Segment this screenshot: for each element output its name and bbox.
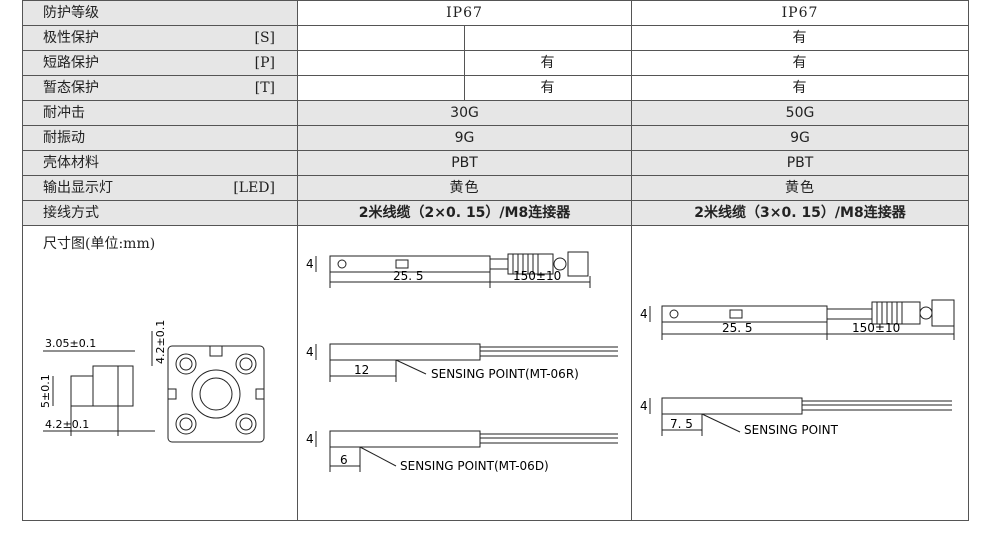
mid-sense2: SENSING POINT(MT-06D) [400, 459, 549, 473]
mid-len2: 150±10 [513, 269, 561, 283]
cell-value: 有 [631, 75, 970, 101]
row-polarity-protection: 极性保护 [S] 有 [22, 25, 970, 51]
row-label: 耐振动 [43, 130, 85, 146]
row-label: 短路保护 [43, 55, 99, 71]
cell-value: 有 [631, 25, 970, 51]
cell-value: 30G [296, 100, 633, 126]
mid-len3: 12 [354, 363, 369, 377]
cell-value: 有 [463, 75, 633, 101]
row-wiring-method: 接线方式 2米线缆（2×0. 15）/M8连接器 2米线缆（3×0. 15）/M… [22, 200, 970, 226]
row-short-circuit-protection: 短路保护 [P] 有 有 [22, 50, 970, 76]
cell-value: 50G [631, 100, 970, 126]
mt06-dimension-drawing: 4 25. 5 150±10 4 12 SENSING POINT(MT-06R… [306, 251, 618, 473]
row-transient-protection: 暂态保护 [T] 有 有 [22, 75, 970, 101]
row-code: [S] [254, 30, 275, 46]
row-label: 防护等级 [43, 5, 99, 21]
dim-305: 3.05±0.1 [45, 337, 96, 350]
row-housing-material: 壳体材料 PBT PBT [22, 150, 970, 176]
dim-5: 5±0.1 [39, 374, 52, 408]
right-h1: 4 [640, 307, 648, 321]
mid-len1: 25. 5 [393, 269, 424, 283]
row-label: 极性保护 [43, 30, 99, 46]
cell-value: 黄色 [296, 175, 633, 201]
cell-value: 9G [631, 125, 970, 151]
spec-table: 防护等级 IP67 IP67 极性保护 [S] 有 短路保护 [P] 有 有 暂态保… [22, 0, 970, 521]
row-label: 暂态保护 [43, 80, 99, 96]
dim-42-vertical: 4.2±0.1 [154, 320, 167, 364]
mid-h2: 4 [306, 345, 314, 359]
row-code: [T] [254, 80, 275, 96]
row-label: 输出显示灯 [43, 180, 113, 196]
cell-value: PBT [631, 150, 970, 176]
row-code: [P] [254, 55, 275, 71]
row-label: 接线方式 [43, 205, 99, 221]
row-label: 耐冲击 [43, 105, 85, 121]
cell-value: 有 [463, 50, 633, 76]
right-len1: 25. 5 [722, 321, 753, 335]
row-protection-grade: 防护等级 IP67 IP67 [22, 0, 970, 26]
cell-value: 2米线缆（2×0. 15）/M8连接器 [296, 200, 633, 226]
mid-sense1: SENSING POINT(MT-06R) [431, 367, 579, 381]
cell-value: 黄色 [631, 175, 970, 201]
cell-value: 2米线缆（3×0. 15）/M8连接器 [631, 200, 970, 226]
cell-value [463, 25, 633, 51]
row-dimensions: 尺寸图(单位:mm) [22, 225, 970, 521]
row-output-indicator: 输出显示灯 [LED] 黄色 黄色 [22, 175, 970, 201]
right-h2: 4 [640, 399, 648, 413]
row-shock-resistance: 耐冲击 30G 50G [22, 100, 970, 126]
mid-h1: 4 [306, 257, 314, 271]
cell-value [297, 25, 465, 51]
right-sense: SENSING POINT [744, 423, 839, 437]
cell-value [297, 75, 465, 101]
row-label: 尺寸图(单位:mm) [43, 236, 156, 252]
cell-value: 有 [631, 50, 970, 76]
mid-h3: 4 [306, 432, 314, 446]
cell-value: IP67 [631, 0, 970, 26]
right-len3: 7. 5 [670, 417, 693, 431]
dim-42-horizontal: 4.2±0.1 [45, 418, 89, 431]
cell-value: IP67 [296, 0, 633, 26]
cell-value: PBT [296, 150, 633, 176]
right-len2: 150±10 [852, 321, 900, 335]
cell-value: 9G [296, 125, 633, 151]
cell-value [297, 50, 465, 76]
mid-len4: 6 [340, 453, 348, 467]
row-code: [LED] [233, 180, 275, 196]
right-dimension-drawing: 4 25. 5 150±10 4 7. 5 SENSING POINT [640, 299, 955, 437]
row-label: 壳体材料 [43, 155, 99, 171]
left-dimension-drawing: 3.05±0.1 4.2±0.1 5±0.1 4.2±0.1 [39, 320, 265, 443]
row-vibration-resistance: 耐振动 9G 9G [22, 125, 970, 151]
